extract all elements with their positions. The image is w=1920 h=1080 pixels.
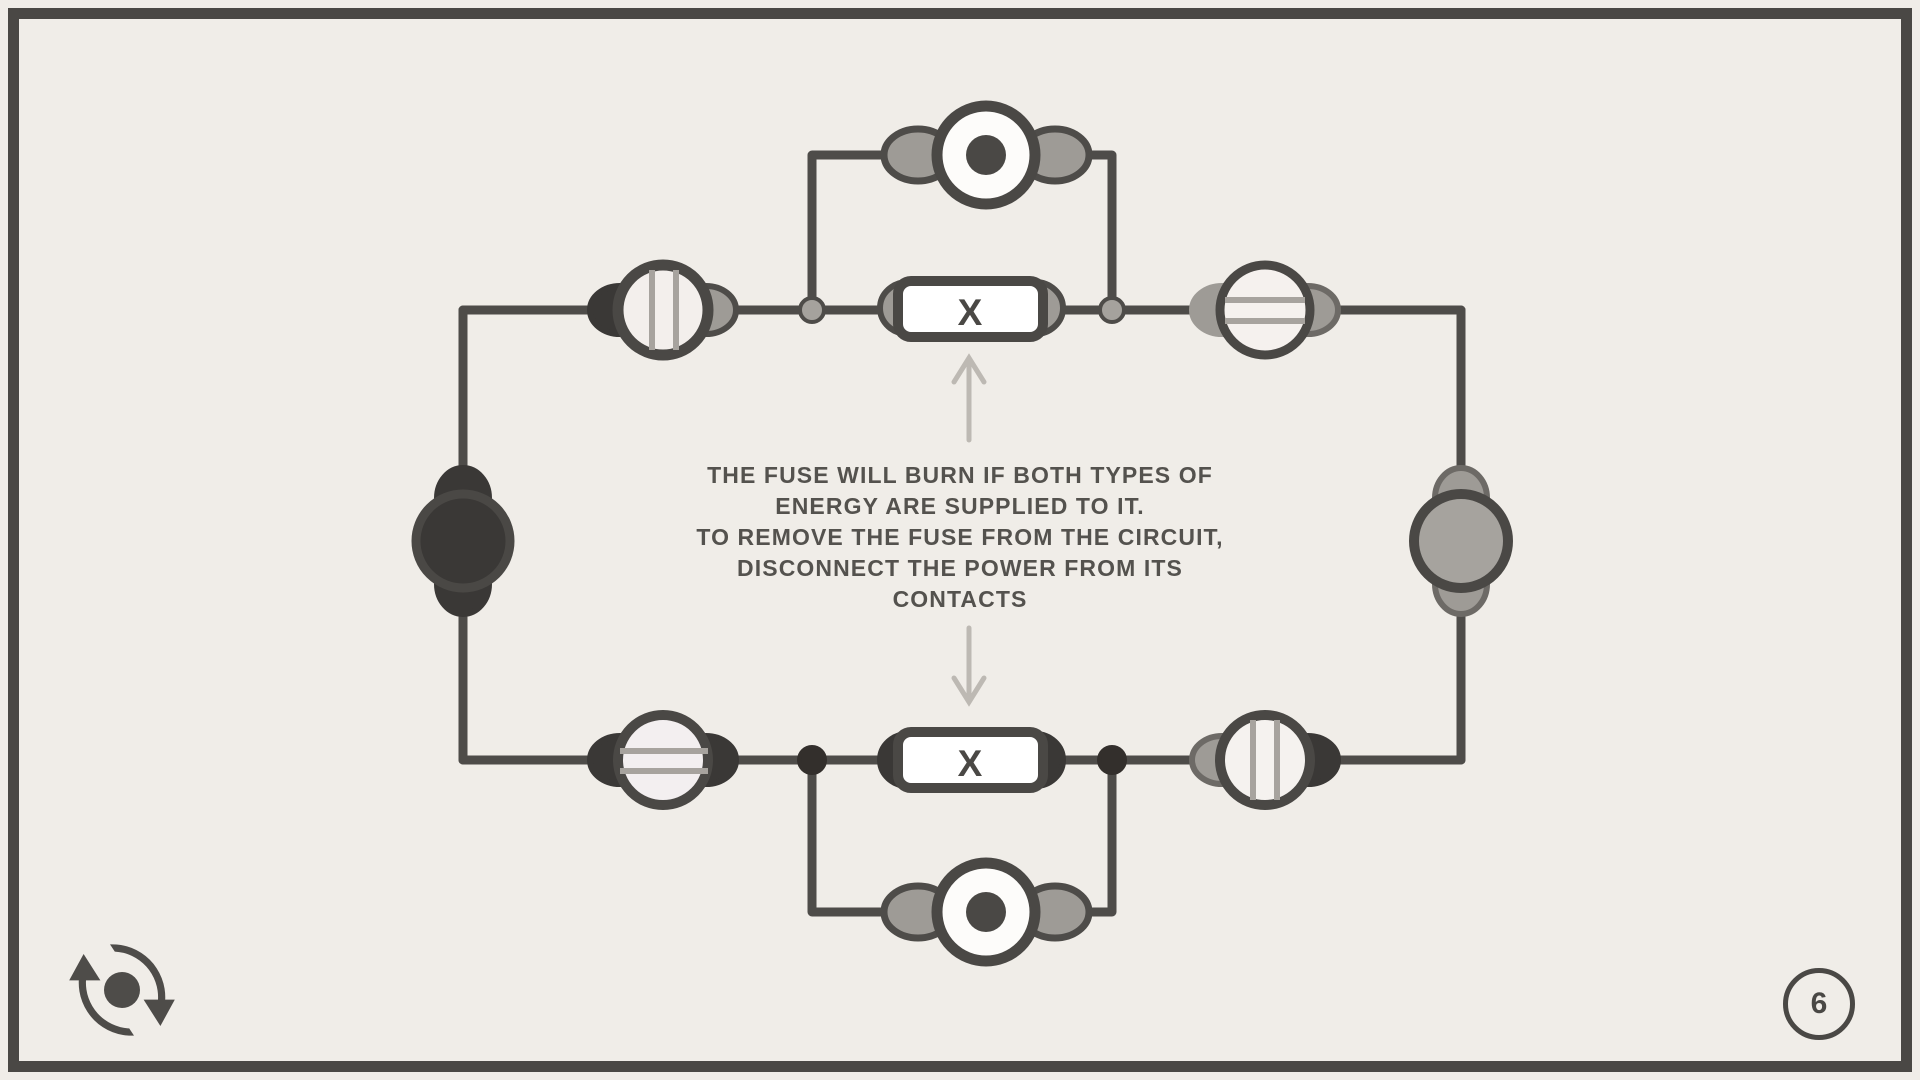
fuse-bottom[interactable]: X <box>877 727 1066 793</box>
restart-icon-core <box>104 972 140 1008</box>
power-source-top-core <box>966 135 1006 175</box>
restart-button[interactable] <box>62 930 182 1050</box>
rotator-top-left[interactable] <box>587 259 739 361</box>
junction-bottom-right <box>1097 745 1127 775</box>
level-number: 6 <box>1810 987 1828 1020</box>
fuse-top-glyph: X <box>958 292 983 333</box>
terminal-right[interactable] <box>1409 465 1513 617</box>
junction-bottom-left <box>797 745 827 775</box>
level-badge: 6 <box>1783 968 1855 1040</box>
power-source-bottom[interactable] <box>880 857 1093 967</box>
junctions <box>797 296 1127 775</box>
fuse-top[interactable]: X <box>877 276 1066 342</box>
power-source-top[interactable] <box>880 100 1093 210</box>
rotator-bottom-left[interactable] <box>587 710 739 810</box>
hint-arrow-down <box>951 625 987 707</box>
power-source-bottom-core <box>966 892 1006 932</box>
junction-top-right <box>1098 296 1126 324</box>
rotator-bottom-right[interactable] <box>1189 710 1341 810</box>
rotator-top-right[interactable] <box>1189 260 1341 360</box>
fuse-bottom-glyph: X <box>958 743 983 784</box>
restart-icon <box>69 944 175 1036</box>
junction-top-left <box>798 296 826 324</box>
terminal-left[interactable] <box>411 465 515 617</box>
hint-arrow-up <box>951 353 987 443</box>
wire-network <box>458 150 1466 917</box>
